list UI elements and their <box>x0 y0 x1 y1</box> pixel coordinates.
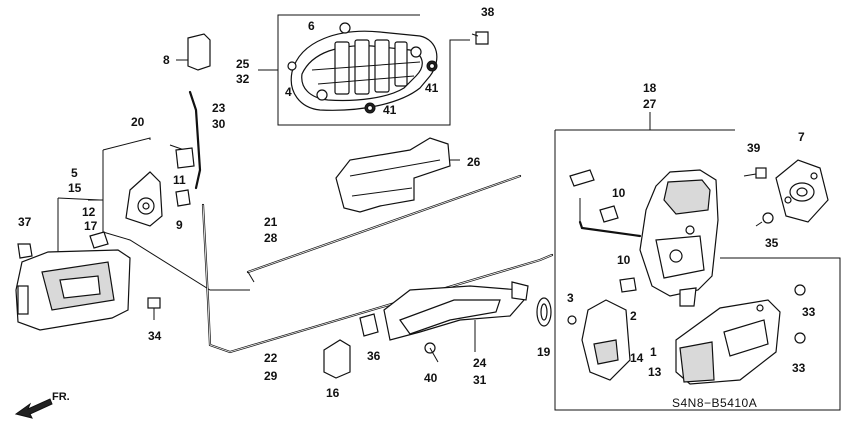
screw-40 <box>424 342 439 363</box>
callout-23: 23 <box>212 101 226 115</box>
bolt-35 <box>755 212 774 227</box>
callout-41-right: 41 <box>425 81 439 95</box>
callout-numbers: 1 2 3 4 5 6 7 8 9 10 10 11 12 13 14 15 1… <box>18 5 816 400</box>
callout-17: 17 <box>84 219 98 233</box>
callout-29: 29 <box>264 369 278 383</box>
callout-10-upper: 10 <box>612 186 626 200</box>
callout-13: 13 <box>648 365 662 379</box>
callout-25: 25 <box>236 57 250 71</box>
callout-39: 39 <box>747 141 761 155</box>
callout-18: 18 <box>643 81 657 95</box>
callout-20: 20 <box>131 115 145 129</box>
callout-32: 32 <box>236 72 250 86</box>
front-direction-label: FR. <box>52 391 70 403</box>
callout-7: 7 <box>798 130 805 144</box>
diagram-code: S4N8−B5410A <box>672 396 757 410</box>
callout-1: 1 <box>650 345 657 359</box>
front-direction-arrow <box>14 398 53 419</box>
callout-12: 12 <box>82 205 96 219</box>
callout-31: 31 <box>473 373 487 387</box>
callout-37: 37 <box>18 215 32 229</box>
clip-36 <box>359 313 379 337</box>
cap-part <box>187 33 211 71</box>
inside-handle <box>15 197 131 331</box>
callout-34: 34 <box>148 329 162 343</box>
part-16 <box>323 339 351 379</box>
callout-36: 36 <box>367 349 381 363</box>
inside-handle-linkage <box>88 137 554 354</box>
callout-19: 19 <box>537 345 551 359</box>
callout-4: 4 <box>285 85 292 99</box>
latch-assembly <box>554 112 841 411</box>
bracket-26 <box>335 137 460 213</box>
bolt-34 <box>147 297 161 320</box>
callout-21: 21 <box>264 215 278 229</box>
cable-bracket-24-31 <box>383 281 529 352</box>
callout-5: 5 <box>71 166 78 180</box>
callout-38: 38 <box>481 5 495 19</box>
callout-16: 16 <box>326 386 340 400</box>
callout-14: 14 <box>630 351 644 365</box>
callout-24: 24 <box>473 356 487 370</box>
rod-23-30 <box>188 90 202 190</box>
callout-28: 28 <box>264 231 278 245</box>
callout-11: 11 <box>173 173 186 187</box>
callout-27: 27 <box>643 97 657 111</box>
callout-35: 35 <box>765 236 779 250</box>
callout-41-bottom: 41 <box>383 103 397 117</box>
striker-7 <box>775 159 829 223</box>
callout-3: 3 <box>567 291 574 305</box>
callout-9: 9 <box>176 218 183 232</box>
bolt-33-bottom <box>794 332 806 344</box>
callout-22: 22 <box>264 351 278 365</box>
callout-33-bottom: 33 <box>792 361 806 375</box>
callout-40: 40 <box>424 371 438 385</box>
bolt-39 <box>743 167 767 179</box>
callout-30: 30 <box>212 117 226 131</box>
callout-15: 15 <box>68 181 82 195</box>
outside-handle-group <box>258 14 489 126</box>
callout-26: 26 <box>467 155 481 169</box>
callout-10-lower: 10 <box>617 253 631 267</box>
callout-8: 8 <box>163 53 170 67</box>
bolt-33-top <box>794 284 806 296</box>
callout-2: 2 <box>630 309 637 323</box>
callout-33-top: 33 <box>802 305 816 319</box>
callout-6: 6 <box>308 19 315 33</box>
